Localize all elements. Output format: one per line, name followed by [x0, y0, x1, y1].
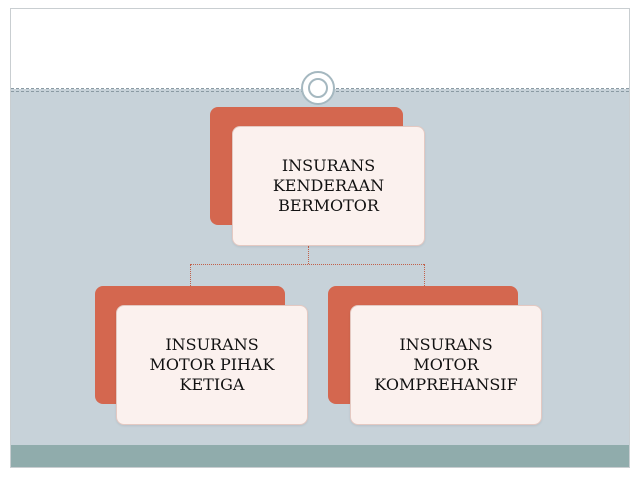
footer-band [11, 445, 629, 467]
slide-frame [10, 8, 630, 468]
connector-left-drop [190, 264, 191, 286]
decorative-circle-inner [308, 78, 328, 98]
right-node-label: INSURANS MOTOR KOMPREHANSIF [374, 335, 518, 394]
connector-right-drop [424, 264, 425, 286]
left-node-card: INSURANS MOTOR PIHAK KETIGA [116, 305, 308, 425]
connector-vertical-top [308, 246, 309, 264]
connector-horizontal [190, 264, 424, 265]
left-node-label: INSURANS MOTOR PIHAK KETIGA [149, 335, 275, 394]
decorative-circle-icon [301, 71, 335, 105]
top-node-card: INSURANS KENDERAAN BERMOTOR [232, 126, 425, 246]
top-node-label: INSURANS KENDERAAN BERMOTOR [272, 156, 385, 215]
right-node-card: INSURANS MOTOR KOMPREHANSIF [350, 305, 542, 425]
